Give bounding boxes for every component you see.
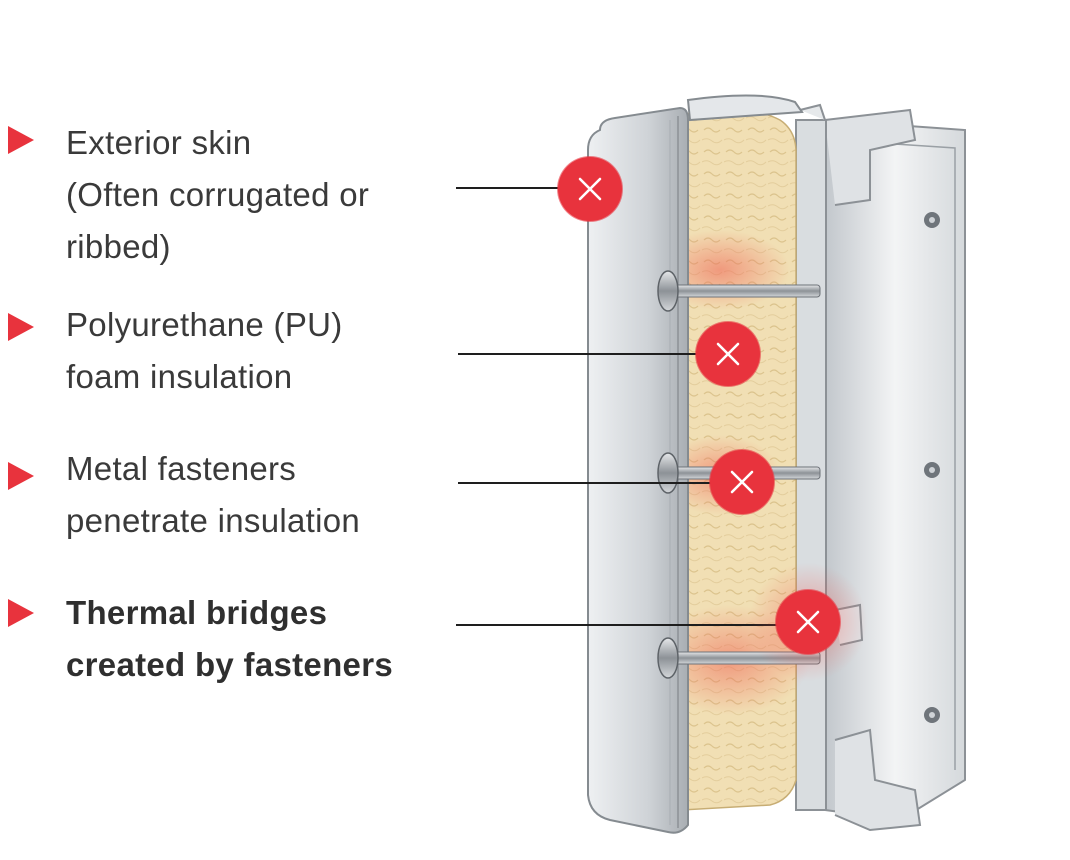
close-x-icon: [710, 450, 774, 514]
triangle-right-icon: [8, 313, 34, 341]
close-x-icon: [558, 157, 622, 221]
leader-line-pu-foam: [458, 353, 703, 355]
close-x-icon: [696, 322, 760, 386]
triangle-right-icon: [8, 126, 34, 154]
close-x-icon: [776, 590, 840, 654]
sandwich-panel-illustration: [587, 94, 966, 834]
triangle-right-icon: [8, 599, 34, 627]
callout-thermal-bridges: Thermal bridges created by fasteners: [66, 594, 393, 683]
leader-line-exterior-skin: [456, 187, 566, 189]
callout-metal-fasteners: Metal fasteners penetrate insulation: [66, 450, 361, 539]
leader-line-metal-fasteners: [458, 482, 718, 484]
triangle-right-icon: [8, 462, 34, 490]
callout-exterior-skin: Exterior skin (Often corrugated or ribbe…: [66, 124, 370, 265]
callout-pu-foam: Polyurethane (PU) foam insulation: [66, 306, 343, 395]
leader-line-thermal-bridges: [456, 624, 786, 626]
